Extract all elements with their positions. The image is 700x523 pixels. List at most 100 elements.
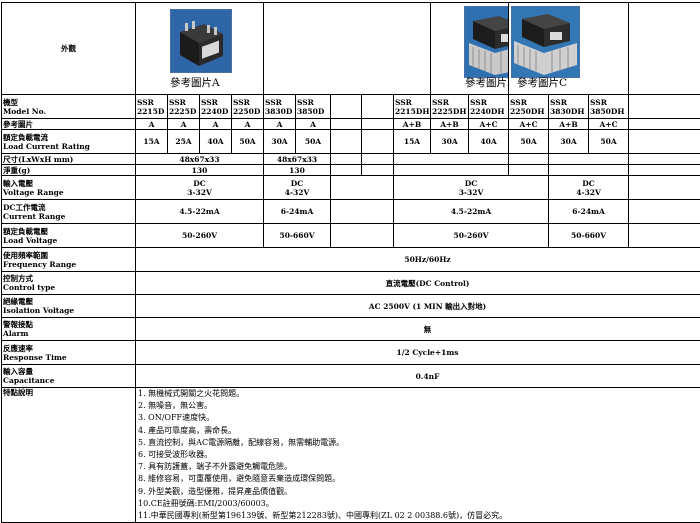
ref-cell: A: [168, 119, 200, 130]
current-range-3: 4.5-22mA: [394, 200, 549, 224]
empty-cell: [331, 165, 362, 176]
empty-cell: [629, 176, 700, 200]
current-cell: 30A: [549, 130, 589, 154]
empty-cell: [509, 154, 549, 165]
feature-item: 9. 外型美觀，造型優雅，提昇產品價值觀。: [138, 486, 700, 498]
current-cell: 30A: [431, 130, 469, 154]
response-value: 1/2 Cycle+1ms: [136, 341, 700, 365]
empty-cell: [362, 119, 394, 130]
current-range-1: 4.5-22mA: [136, 200, 264, 224]
photo-caption-a: 參考圖片A: [170, 79, 220, 88]
size-label: 尺寸(LxWxH mm): [2, 154, 136, 165]
size-value-2: 48x67x33: [264, 154, 331, 165]
empty-cell: [394, 165, 509, 176]
load-voltage-3: 50-260V: [394, 224, 549, 248]
current-cell: 50A: [589, 130, 629, 154]
photo-caption-c: 參考圖片C: [517, 79, 567, 88]
ref-cell: A+B: [431, 119, 469, 130]
load-voltage-4: 50-660V: [549, 224, 629, 248]
empty-cell: [331, 130, 362, 154]
current-cell: 50A: [232, 130, 264, 154]
size-value-1: 48x67x33: [136, 154, 264, 165]
empty-cell: [331, 176, 394, 200]
ref-cell: A: [264, 119, 296, 130]
ref-cell: A: [200, 119, 232, 130]
empty-cell: [629, 224, 700, 248]
feature-item: 3. ON/OFF速度快。: [138, 412, 700, 424]
current-range-4: 6-24mA: [549, 200, 629, 224]
empty-cell: [629, 200, 700, 224]
feature-item: 11.中華民國專利(新型第196139號、新型第212283號)、中國專利(ZL…: [138, 510, 700, 522]
ref-cell: A+B: [549, 119, 589, 130]
ref-image-row: 參考圖片 A A A A A A A+B A+B A+C A+C A+B A+C: [2, 119, 700, 130]
empty-cell: [362, 154, 394, 165]
current-cell: 25A: [168, 130, 200, 154]
empty-cell: [394, 154, 509, 165]
empty-cell: [629, 165, 700, 176]
empty-cell: [362, 95, 394, 119]
feature-item: 10.CE註冊號碼:EMI/2003/60003。: [138, 498, 700, 510]
weight-row: 淨重(g) 130 130: [2, 165, 700, 176]
ref-image-label: 參考圖片: [2, 119, 136, 130]
feature-item: 1. 無機械式開關之火花問題。: [138, 388, 700, 400]
ssr-compact-icon: [171, 10, 231, 72]
empty-cell: [629, 154, 700, 165]
ref-cell: A+C: [469, 119, 509, 130]
empty-cell: [549, 165, 629, 176]
ref-cell: A+B: [394, 119, 431, 130]
photo-cell-c: 參考圖片C: [509, 3, 629, 95]
current-cell: 15A: [136, 130, 168, 154]
features-label: 特點說明: [2, 388, 136, 523]
feature-item: 5. 直流控制，與AC電源隔離，配線容易，無需輔助電源。: [138, 437, 700, 449]
feature-item: 7. 具有防護蓋，端子不外露避免觸電危險。: [138, 461, 700, 473]
ssr-heatsink-b-icon: [465, 7, 509, 77]
current-cell: 30A: [264, 130, 296, 154]
current-cell: 50A: [509, 130, 549, 154]
photo-cell-b: 參考圖片B: [431, 3, 509, 95]
empty-cell: [331, 154, 362, 165]
product-photo-c: [511, 6, 580, 78]
ref-cell: A: [136, 119, 168, 130]
feature-item: 6. 可接受波形收器。: [138, 449, 700, 461]
empty-cell: [331, 224, 394, 248]
current-cell: 15A: [394, 130, 431, 154]
size-row: 尺寸(LxWxH mm) 48x67x33 48x67x33: [2, 154, 700, 165]
current-cell: 40A: [200, 130, 232, 154]
ref-cell: A+C: [589, 119, 629, 130]
weight-value-1: 130: [136, 165, 264, 176]
current-cell: 50A: [296, 130, 331, 154]
ref-cell: A+C: [509, 119, 549, 130]
isolation-value: AC 2500V (1 MIN 輸出入對地): [136, 295, 700, 318]
control-value: 直流電壓(DC Control): [136, 272, 700, 295]
ref-cell: A: [232, 119, 264, 130]
capacitance-value: 0.4nF: [136, 365, 700, 388]
